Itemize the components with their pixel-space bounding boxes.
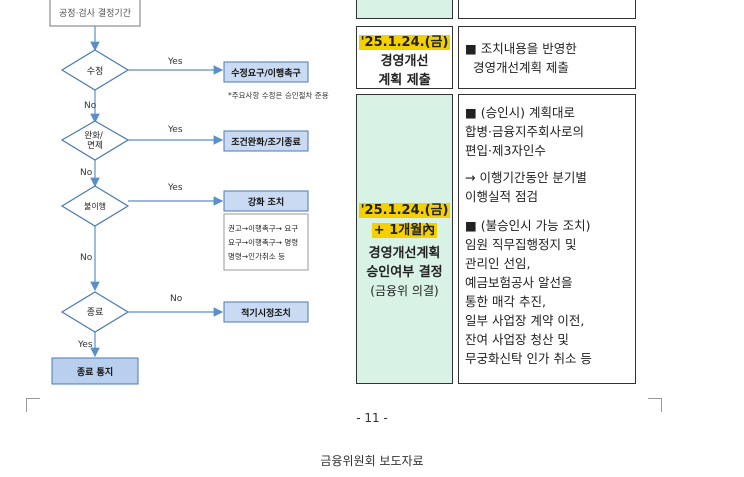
page-number: - 11 - — [356, 411, 388, 425]
stage2-subtitle: (금융위 의결) — [370, 284, 439, 298]
action-box-strengthen — [223, 190, 309, 212]
detail-line: ■ (승인시) 계획대로 — [465, 105, 576, 120]
stage1-detail: ■ 조치내용을 반영한 경영개선계획 제출 — [458, 26, 636, 89]
stage2-date-suffix: + 1개월內 — [357, 219, 452, 238]
action-ease-label: 조건완화/조기종료 — [231, 136, 301, 148]
detail-line: 일부 사업장 계약 이전, — [465, 313, 585, 328]
escalation-steps-box — [223, 213, 309, 271]
detail-line: 합병·금융지주회사로의 — [465, 124, 584, 139]
stage1-date: '25.1.24.(금) — [357, 31, 452, 50]
escalation-step: 명령→인가취소 등 — [228, 251, 285, 261]
yes-label: Yes — [167, 125, 183, 135]
end-notice-label: 종료 통지 — [77, 366, 113, 378]
stage2-date-text: '25.1.24.(금) — [358, 203, 451, 218]
stage1-title-line2: 계획 제출 — [378, 73, 431, 88]
escalation-step: 요구→이행촉구→ 명령 — [228, 237, 298, 247]
no-label: No — [80, 168, 93, 178]
action-corrective-label: 적기시정조치 — [241, 307, 291, 319]
detail-line: 잔여 사업장 청산 및 — [465, 332, 569, 347]
detail-line: 임원 직무집행정지 및 — [465, 237, 577, 252]
yes-label: Yes — [167, 183, 183, 193]
top-process-box-label: 공정·검사 결정기간 — [59, 7, 131, 19]
decision-diamond — [60, 291, 130, 333]
detail-line: → 이행기간동안 분기별 — [465, 170, 587, 185]
detail-line: 무궁화신탁 인가 취소 등 — [465, 351, 592, 366]
decision-revise-label: 수정 — [87, 66, 104, 77]
no-label: No — [170, 294, 183, 304]
decision-diamond — [60, 49, 130, 91]
revision-note: *주요사항 수정은 승인절차 준용 — [228, 90, 329, 100]
detail-line: ■ (불승인시 가능 조치) — [465, 218, 591, 233]
detail-line: 통한 매각 추진, — [465, 294, 546, 309]
yes-label: Yes — [167, 57, 183, 67]
crop-mark — [648, 398, 662, 412]
schedule-prev-detail-cell — [458, 0, 636, 19]
decision-end-label: 종료 — [87, 307, 104, 318]
action-strengthen-label: 강화 조치 — [248, 196, 284, 208]
escalation-step: 권고→이행촉구→ 요구 — [228, 223, 298, 233]
action-box-revise — [223, 61, 309, 83]
no-label: No — [84, 101, 97, 111]
process-flowchart: 공정·검사 결정기간 수정 완화/ 면제 불이행 종료 Yes Yes Yes … — [49, 0, 329, 385]
detail-line: 편입·제3자인수 — [465, 143, 546, 158]
end-notice-box — [51, 357, 139, 385]
footer-publisher: 금융위원회 보도자료 — [320, 454, 424, 468]
stage2-detail: ■ (승인시) 계획대로 합병·금융지주회사로의 편입·제3자인수 → 이행기간… — [458, 94, 636, 384]
no-label: No — [80, 253, 93, 263]
stage2-title-line2: 승인여부 결정 — [366, 265, 443, 280]
detail-line: 관리인 선임, — [465, 256, 531, 271]
crop-mark — [26, 398, 40, 412]
decision-ease-label-line2: 면제 — [87, 140, 103, 151]
stage2-date: '25.1.24.(금) — [357, 199, 452, 218]
decision-ease-label: 완화/ 면제 — [84, 131, 105, 151]
stage2-cell: '25.1.24.(금) + 1개월內 경영개선계획 승인여부 결정 (금융위 … — [356, 94, 453, 384]
decision-diamond — [60, 185, 130, 227]
decision-ease-label-line1: 완화/ — [84, 131, 103, 141]
detail-line: 이행실적 점검 — [465, 189, 538, 204]
stage2-date-suffix-text: + 1개월內 — [371, 223, 438, 238]
stage1-cell: '25.1.24.(금) 경영개선 계획 제출 — [356, 26, 453, 89]
action-revise-label: 수정요구/이행촉구 — [231, 67, 301, 79]
stage1-title-line1: 경영개선 — [380, 54, 429, 69]
decision-noncompliance-label: 불이행 — [84, 201, 106, 211]
detail-line: 예금보험공사 알선을 — [465, 275, 573, 290]
decision-diamond — [60, 120, 130, 161]
action-box-ease — [223, 130, 309, 152]
schedule-prev-stage-cell — [356, 0, 453, 19]
top-process-box — [49, 0, 141, 27]
action-box-corrective — [223, 301, 309, 323]
stage1-date-text: '25.1.24.(금) — [358, 35, 451, 50]
yes-label: Yes — [77, 340, 93, 350]
stage2-title-line1: 경영개선계획 — [368, 246, 441, 261]
